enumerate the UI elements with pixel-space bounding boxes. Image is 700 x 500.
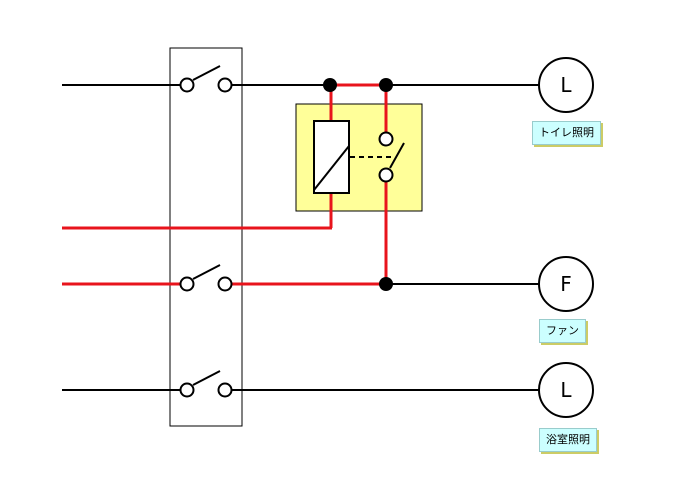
relay-contact-bottom-terminal [378, 167, 394, 183]
switch-panel [169, 47, 243, 427]
relay-coil-diagonal [313, 145, 350, 191]
load-bath-light: L [538, 362, 594, 418]
switch-3 [179, 370, 233, 398]
relay-contact-blade [389, 142, 405, 169]
load-toilet-light: L [538, 57, 594, 113]
junction-dot-3 [379, 277, 393, 291]
relay-coil [313, 120, 350, 194]
load-symbol: F [560, 272, 572, 296]
label-fan: ファン [539, 319, 586, 343]
load-fan: F [538, 256, 594, 312]
junction-dot-2 [379, 78, 393, 92]
label-bath-light: 浴室照明 [539, 428, 597, 452]
junction-dot-1 [323, 78, 337, 92]
switch-2 [179, 264, 233, 292]
label-toilet-light: トイレ照明 [532, 121, 601, 145]
load-symbol: L [560, 73, 572, 97]
switch-1 [179, 65, 233, 93]
load-symbol: L [560, 378, 572, 402]
relay-contact-top-terminal [378, 131, 394, 147]
